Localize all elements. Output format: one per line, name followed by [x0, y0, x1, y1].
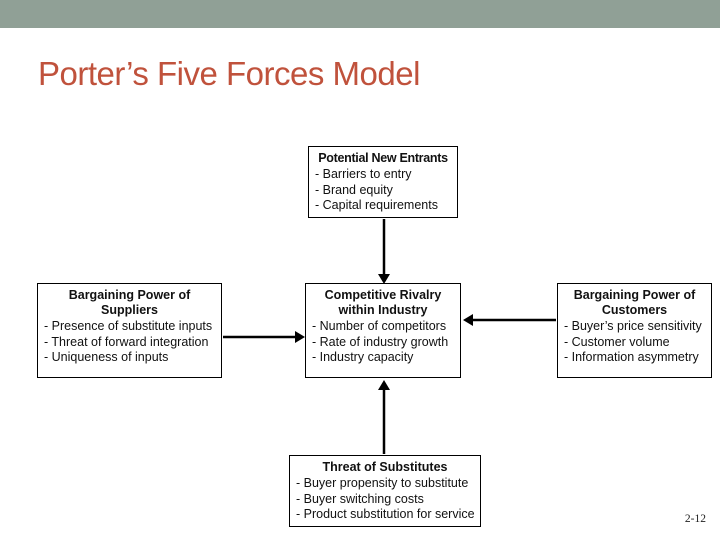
bullet-item: - Barriers to entry — [315, 167, 412, 181]
bullet-item: - Industry capacity — [312, 350, 414, 364]
box-title: Potential New Entrants — [318, 151, 448, 165]
box-bullet-list: - Barriers to entry- Brand equity- Capit… — [309, 167, 457, 214]
box-bullet-list: - Number of competitors- Rate of industr… — [306, 319, 460, 366]
bullet-item: - Product substitution for service — [296, 507, 475, 521]
arrow-substitutes-to-rivalry — [378, 380, 390, 454]
bullet-item: - Capital requirements — [315, 198, 438, 212]
bullet-item: - Buyer switching costs — [296, 491, 424, 506]
box-bullet-list: - Presence of substitute inputs- Threat … — [38, 319, 221, 366]
box-title: Bargaining Power of Customers — [573, 288, 696, 317]
bullet-item: - Presence of substitute inputs — [44, 319, 213, 333]
bullet-item: - Customer volume — [564, 334, 670, 349]
box-title: Threat of Substitutes — [322, 460, 448, 474]
box-potential-new-entrants: Potential New Entrants - Barriers to ent… — [308, 146, 458, 218]
arrow-new-entrants-to-rivalry — [378, 219, 390, 284]
arrow-customers-to-rivalry — [463, 314, 556, 326]
bullet-item: - Threat of forward integration — [44, 334, 209, 349]
box-threat-of-substitutes: Threat of Substitutes - Buyer propensity… — [289, 455, 481, 527]
box-title: Bargaining Power of Suppliers — [68, 288, 191, 317]
box-title: Competitive Rivalry within Industry — [324, 288, 442, 317]
box-competitive-rivalry: Competitive Rivalry within Industry - Nu… — [305, 283, 461, 378]
arrow-suppliers-to-rivalry — [223, 331, 305, 343]
bullet-item: - Buyer’s price sensitivity — [564, 319, 702, 333]
bullet-item: - Brand equity — [315, 182, 393, 197]
bullet-item: - Information asymmetry — [564, 350, 699, 364]
bullet-item: - Buyer propensity to substitute — [296, 476, 469, 490]
bullet-item: - Number of competitors — [312, 319, 447, 333]
header-band — [0, 0, 720, 28]
box-bullet-list: - Buyer’s price sensitivity- Customer vo… — [558, 319, 711, 366]
bullet-item: - Rate of industry growth — [312, 334, 449, 349]
bullet-item: - Uniqueness of inputs — [44, 350, 169, 364]
page-title: Porter’s Five Forces Model — [38, 55, 420, 92]
box-bargaining-power-of-suppliers: Bargaining Power of Suppliers - Presence… — [37, 283, 222, 378]
box-bullet-list: - Buyer propensity to substitute- Buyer … — [290, 476, 480, 523]
box-bargaining-power-of-customers: Bargaining Power of Customers - Buyer’s … — [557, 283, 712, 378]
page-number: 2-12 — [684, 513, 706, 525]
